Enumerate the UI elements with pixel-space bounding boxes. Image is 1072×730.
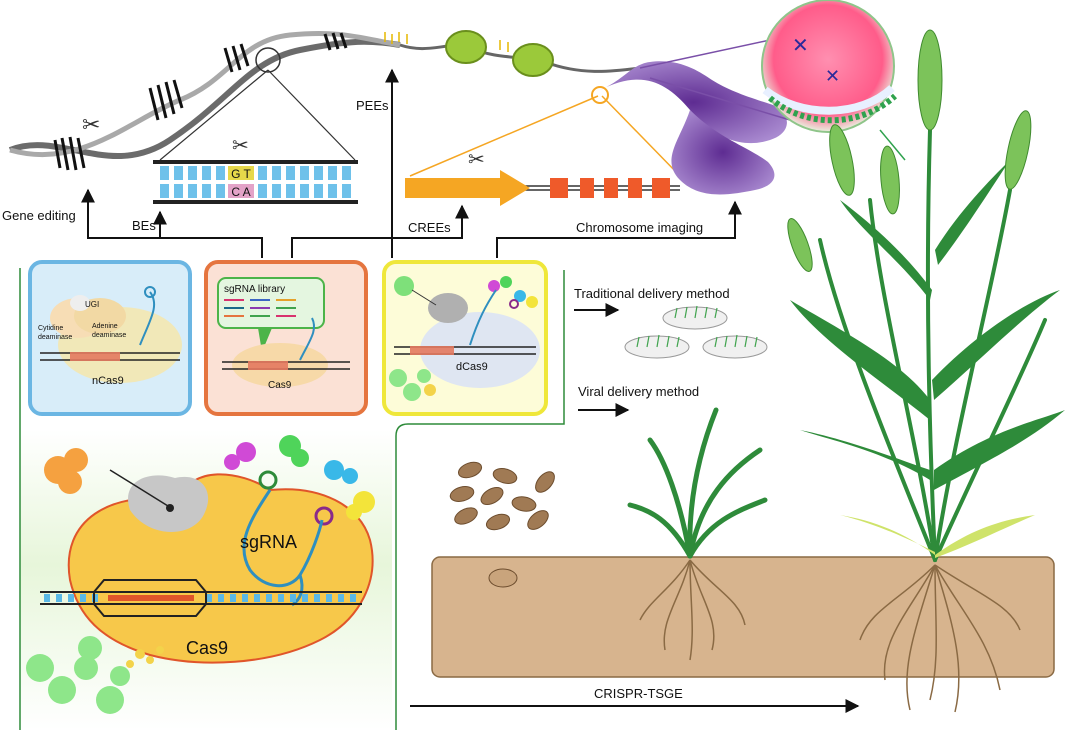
label-pees: PEEs (356, 98, 389, 113)
chromosome (591, 61, 787, 195)
cell-nucleus-zoom: ✕ ✕ (639, 0, 906, 161)
crispr-tsge-arrow: CRISPR-TSGE (410, 686, 860, 713)
promoter-arrow (405, 170, 530, 206)
cas9-library-title: Cas9 (268, 380, 292, 391)
nucleosome (445, 30, 487, 64)
scissors-icon: ✂ (468, 149, 485, 171)
label-crees: CREEs (408, 220, 451, 235)
base-pair-bottom: C A (231, 185, 250, 199)
nucleosome (512, 43, 554, 77)
wheat-plant (787, 29, 1065, 713)
exon (628, 178, 642, 198)
exon (580, 178, 594, 198)
ncas9-deaminase-label: deaminase (38, 334, 72, 341)
traditional-delivery: Traditional delivery method (574, 286, 768, 359)
label-gene-editing: Gene editing (2, 208, 76, 223)
label-crispr-tsge: CRISPR-TSGE (594, 686, 683, 701)
scissors-icon: ✂ (82, 112, 100, 137)
label-traditional-delivery: Traditional delivery method (574, 286, 730, 301)
promoter-gene: ✂ (405, 95, 681, 206)
chromatin-fiber (384, 30, 641, 77)
seedling (627, 407, 768, 661)
sgrna-label: sgRNA (240, 532, 297, 552)
green-frame (19, 268, 565, 730)
panel-cas9-library: sgRNA library Cas9 (204, 260, 368, 416)
exon (652, 178, 670, 198)
panel-ncas9: UGI Cytidine deaminase Adenine deaminase… (28, 260, 192, 416)
dcas9-title: dCas9 (456, 361, 488, 373)
exon (550, 178, 568, 198)
cas9-complex: sgRNA Cas9 (26, 435, 375, 714)
ncas9-title: nCas9 (92, 375, 124, 387)
label-chromosome-imaging: Chromosome imaging (576, 220, 703, 235)
viral-delivery: Viral delivery method (578, 384, 699, 417)
seeds (449, 461, 555, 531)
label-viral-delivery: Viral delivery method (578, 384, 699, 399)
base-pair-top: G T (231, 167, 251, 181)
seed-in-soil (488, 568, 518, 588)
chromosome-icon: ✕ (825, 66, 840, 86)
ncas9-ugi-label: UGI (85, 300, 99, 309)
ncas9-adenine-label: Adenine (92, 323, 118, 330)
scissors-icon: ✂ (232, 135, 249, 157)
ncas9-cytidine-label: Cytidine (38, 325, 63, 332)
cas9-label: Cas9 (186, 638, 228, 658)
dna-double-helix: ✂ (8, 30, 401, 171)
exon (604, 178, 618, 198)
base-pair-zoom: G T C A ✂ (153, 69, 358, 204)
sgrna-library-callout: sgRNA library (224, 284, 285, 295)
chromosome-icon: ✕ (792, 35, 809, 57)
application-arrows (81, 68, 742, 258)
label-bes: BEs (132, 218, 156, 233)
panel-dcas9: dCas9 (382, 260, 548, 416)
ncas9-deaminase-label: deaminase (92, 332, 126, 339)
